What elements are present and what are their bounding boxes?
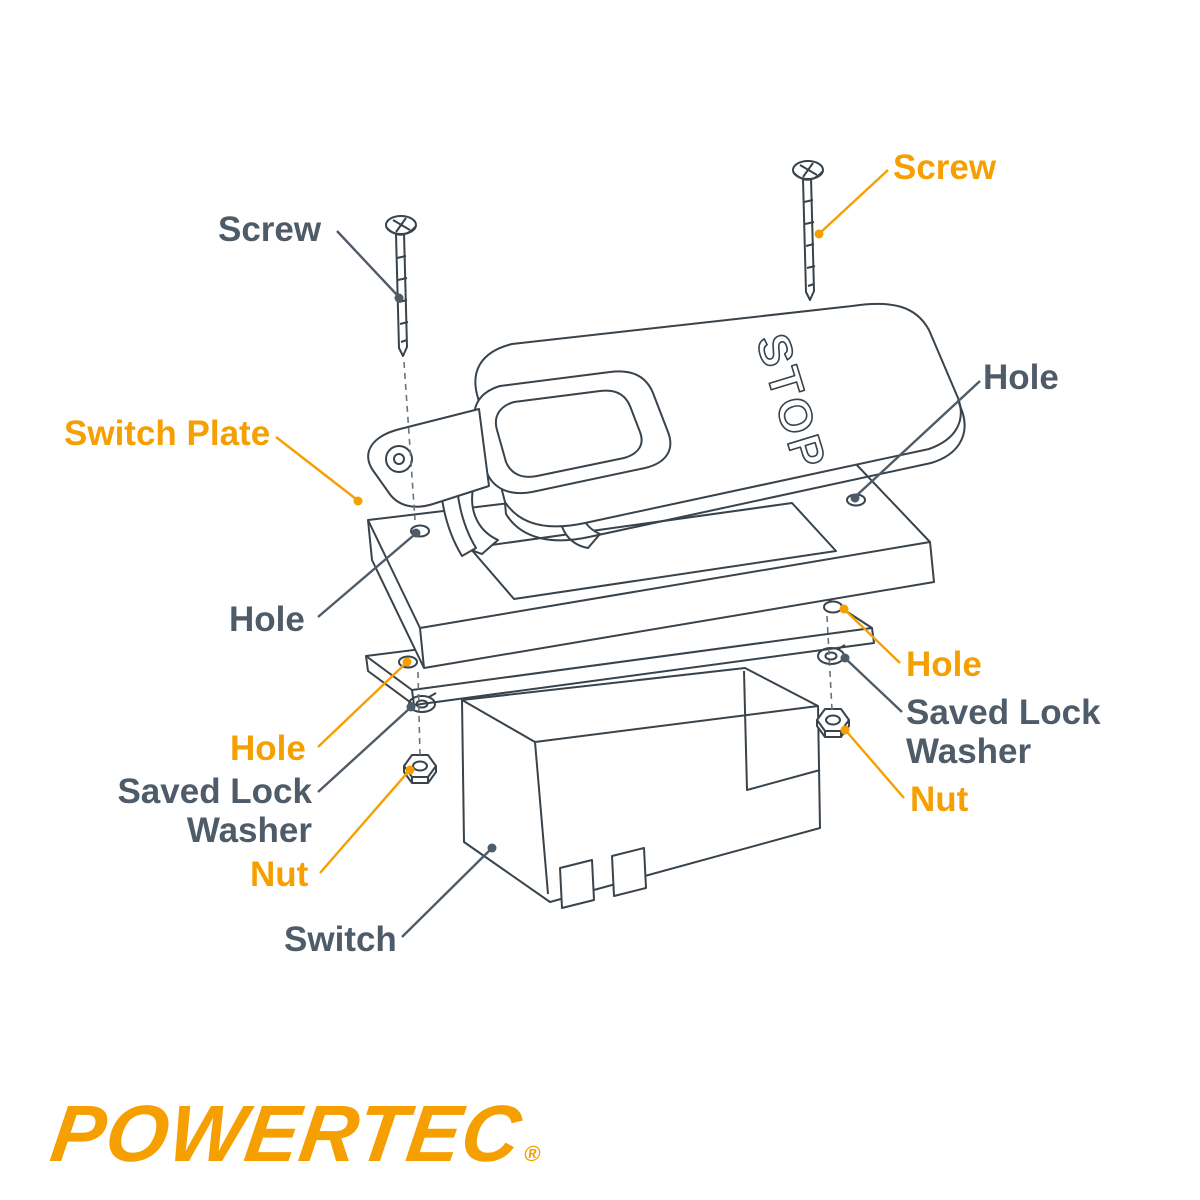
leader-dot xyxy=(394,293,404,303)
leader-washer-left xyxy=(317,702,416,793)
paddle-skirt xyxy=(504,399,966,542)
washer-split xyxy=(428,692,437,698)
label-line: Washer xyxy=(906,732,1032,772)
leader-hole-bracket-right xyxy=(839,604,901,664)
label-switch-plate: Switch Plate xyxy=(64,414,271,453)
leader-line xyxy=(336,230,399,297)
leader-dot xyxy=(839,604,849,614)
brand-logo: POWERTEC® xyxy=(46,1088,550,1180)
screw-threads xyxy=(396,255,409,343)
leader-dot xyxy=(840,653,850,663)
bracket-thickness xyxy=(365,627,875,706)
brand-wordmark: POWERTEC xyxy=(45,1089,528,1178)
leader-screw-left xyxy=(336,230,404,303)
label-nut-right: Nut xyxy=(910,780,969,819)
leader-line xyxy=(275,436,357,500)
label-saved-lock-washer-right: Saved Lock Washer xyxy=(906,693,1101,771)
switch-body-part xyxy=(461,667,821,909)
phillips-cross-icon xyxy=(392,217,411,233)
label-hole-plate-right: Hole xyxy=(983,358,1059,397)
screw-left-part xyxy=(385,215,417,357)
leader-line xyxy=(317,708,410,793)
label-nut-left: Nut xyxy=(250,855,309,894)
leader-dot xyxy=(814,229,824,239)
leader-hole-bracket-left xyxy=(317,657,412,748)
leader-dot xyxy=(850,493,860,503)
label-saved-lock-washer-left: Saved Lock Washer xyxy=(100,772,312,850)
leader-dot xyxy=(487,843,497,853)
leader-dot xyxy=(840,725,850,735)
screw-shaft xyxy=(802,177,815,301)
label-hole-bracket-left: Hole xyxy=(230,729,306,768)
leader-dot xyxy=(353,496,363,506)
leader-line xyxy=(317,663,406,748)
nut-hole xyxy=(825,714,841,726)
switch-silhouette xyxy=(461,667,821,903)
screw-head-rim xyxy=(792,170,824,181)
leader-line xyxy=(820,169,889,233)
nut-hole xyxy=(412,760,428,772)
leader-line xyxy=(317,534,415,618)
phillips-cross-icon xyxy=(799,162,818,178)
leader-switch-plate xyxy=(275,436,363,506)
leader-dot xyxy=(405,765,415,775)
label-screw-top-left: Screw xyxy=(218,210,322,249)
leader-dot xyxy=(402,657,412,667)
leader-line xyxy=(846,731,905,799)
label-line: Washer xyxy=(186,811,312,851)
leader-nut-left xyxy=(319,765,415,874)
screw-right-part xyxy=(792,160,824,301)
hinge-hole xyxy=(393,453,405,465)
leader-dot xyxy=(411,528,421,538)
leader-screw-right xyxy=(814,169,889,239)
label-line: Saved Lock xyxy=(117,772,312,811)
leader-switch xyxy=(401,843,497,938)
leader-line xyxy=(319,771,409,874)
leader-lines-orange xyxy=(275,169,905,874)
leader-line xyxy=(845,610,901,664)
leader-line xyxy=(401,849,491,938)
leader-lines-slate xyxy=(317,230,981,938)
leader-dot xyxy=(406,702,416,712)
screw-head-rim xyxy=(385,225,417,236)
leader-nut-right xyxy=(840,725,905,799)
plate-edges xyxy=(367,519,931,669)
hinge-arm xyxy=(367,408,490,508)
leader-washer-right xyxy=(840,653,903,713)
leader-line xyxy=(846,659,903,713)
leader-hole-plate-right xyxy=(850,380,981,503)
paddle-recess-inner xyxy=(495,389,643,478)
switch-terminal xyxy=(559,859,595,909)
label-line: Saved Lock xyxy=(906,693,1101,732)
leader-line xyxy=(855,380,981,497)
nut-left-part xyxy=(403,754,437,784)
label-screw-top-right: Screw xyxy=(893,148,997,187)
stop-paddle-part: STOP xyxy=(367,302,966,557)
switch-plate-part xyxy=(367,461,935,669)
screw-threads xyxy=(803,199,816,287)
leader-hole-plate-left xyxy=(317,528,421,618)
label-switch: Switch xyxy=(284,920,397,959)
washer-hole xyxy=(824,651,838,661)
label-hole-bracket-right: Hole xyxy=(906,645,982,684)
switch-edges xyxy=(461,670,821,895)
switch-terminal xyxy=(611,847,647,897)
alignment-axis-dashed xyxy=(403,361,833,757)
label-hole-plate-left: Hole xyxy=(229,600,305,639)
plate-opening xyxy=(469,502,837,600)
bracket-hole-right xyxy=(823,600,843,614)
